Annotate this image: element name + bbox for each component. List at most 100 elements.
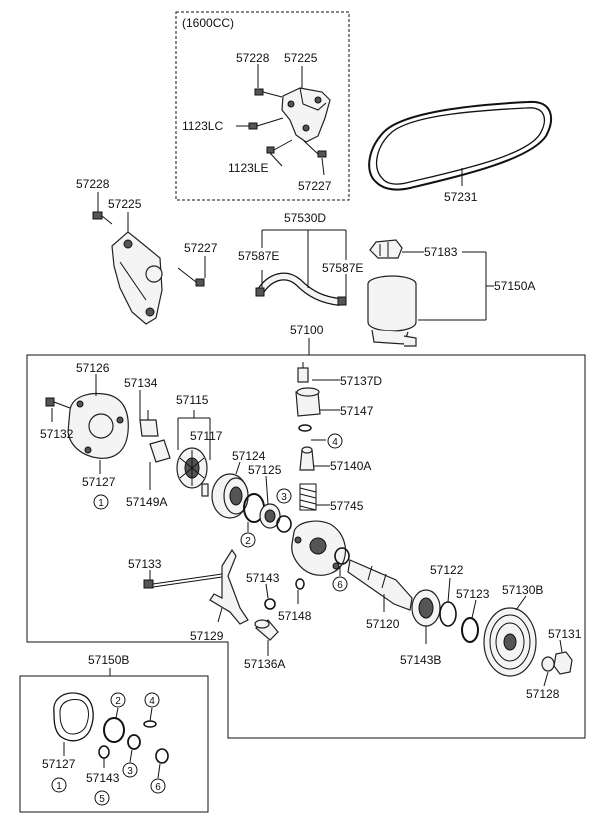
label-57143: 57143 — [246, 571, 280, 585]
o-ring-4 — [298, 424, 312, 432]
label-57148: 57148 — [278, 609, 312, 623]
fitting-57137d — [297, 362, 309, 383]
kit-seal-3 — [127, 734, 141, 750]
label-57530d: 57530D — [284, 211, 326, 225]
label-57227-1600: 57227 — [298, 179, 332, 193]
o-ring-57148 — [295, 578, 305, 590]
kit-ref-circle-1 — [51, 777, 67, 793]
ref-circle-6 — [332, 576, 348, 592]
kit-ref-4: 4 — [149, 696, 155, 707]
hose-57530d — [255, 272, 347, 306]
label-57134: 57134 — [124, 376, 158, 390]
pump-body — [291, 520, 347, 576]
seal-6 — [334, 547, 350, 565]
kit-ref-1: 1 — [56, 781, 62, 792]
label-57117: 57117 — [190, 429, 223, 443]
ref-circle-1 — [93, 494, 109, 510]
washer-57128 — [541, 656, 555, 672]
label-57137d: 57137D — [340, 374, 382, 388]
kit-ref-5: 5 — [99, 794, 105, 805]
bolt-57227b — [177, 267, 205, 287]
label-57126: 57126 — [76, 361, 110, 375]
label-57745: 57745 — [330, 499, 364, 513]
valve-57140a — [299, 446, 315, 471]
ref-3: 3 — [281, 492, 287, 503]
reservoir-57150a — [367, 239, 417, 347]
label-57140a: 57140A — [330, 459, 371, 473]
label-57587e-right: 57587E — [322, 261, 363, 275]
ref-circle-4 — [327, 433, 343, 449]
bolt-57228a — [254, 88, 283, 98]
bearing-57143b — [411, 589, 441, 627]
label-1123le: 1123LE — [228, 161, 268, 175]
kit-seal-5 — [98, 745, 110, 759]
label-57131: 57131 — [548, 627, 582, 641]
bolt-1123le — [266, 139, 293, 154]
kit-o-ring-4 — [143, 720, 157, 728]
bolt-57133 — [143, 573, 223, 589]
shaft-57120 — [347, 559, 413, 611]
connector-57147 — [295, 387, 321, 417]
ref-circle-3 — [276, 488, 292, 504]
kit-ref-circle-4 — [144, 692, 160, 708]
ref-2: 2 — [245, 536, 251, 547]
label-57225-1600: 57225 — [284, 51, 318, 65]
ref-4: 4 — [332, 437, 338, 448]
kit-ref-circle-3 — [122, 762, 138, 778]
plate-57125 — [259, 503, 281, 529]
kit-ref-3: 3 — [127, 766, 133, 777]
seal-57143 — [264, 598, 276, 610]
spring-57745 — [299, 483, 317, 511]
label-57123: 57123 — [456, 587, 490, 601]
label-57183: 57183 — [424, 245, 458, 259]
rotor-57115 — [176, 447, 208, 489]
label-57100: 57100 — [290, 323, 324, 337]
kit-ref-2: 2 — [115, 696, 121, 707]
bracket-57129 — [209, 548, 249, 625]
label-57133: 57133 — [128, 557, 162, 571]
bolt-57228b — [92, 211, 113, 225]
hose-clamp-right — [337, 296, 347, 306]
variant-label: (1600CC) — [182, 16, 234, 30]
label-57147: 57147 — [340, 404, 374, 418]
label-57120: 57120 — [366, 617, 400, 631]
seal-3 — [276, 515, 292, 533]
reservoir-cap — [369, 239, 403, 259]
label-57225-main: 57225 — [108, 197, 142, 211]
label-57143b: 57143B — [400, 653, 441, 667]
kit-ref-circle-6 — [150, 778, 166, 794]
drive-belt — [368, 100, 553, 191]
label-57150a: 57150A — [494, 279, 535, 293]
kit-ref-circle-5 — [94, 790, 110, 806]
label-57228-1600: 57228 — [236, 51, 270, 65]
label-57150b: 57150B — [88, 653, 129, 667]
ring-57123 — [461, 617, 479, 643]
label-57125: 57125 — [248, 463, 282, 477]
bolt-57227a — [303, 140, 327, 158]
label-57124: 57124 — [232, 449, 266, 463]
gasket-57127-kit — [53, 692, 94, 742]
label-57115: 57115 — [176, 393, 209, 407]
label-57128: 57128 — [526, 687, 560, 701]
pin-57117 — [201, 483, 209, 497]
bolt-57132 — [45, 397, 71, 409]
seal-kit-box — [19, 675, 209, 813]
label-57231: 57231 — [444, 190, 478, 204]
pulley-57130b — [483, 607, 537, 677]
ref-6: 6 — [337, 580, 343, 591]
bracket-1600cc — [281, 87, 331, 143]
snap-ring-57122 — [439, 601, 457, 627]
label-57228-main: 57228 — [76, 177, 110, 191]
kit-ref-circle-2 — [110, 692, 126, 708]
nut-57131 — [553, 651, 573, 675]
label-57129: 57129 — [190, 629, 224, 643]
main-assembly-box — [26, 354, 586, 739]
kit-seal-6 — [155, 748, 169, 764]
bracket-57225 — [111, 231, 163, 325]
label-57149a: 57149A — [126, 495, 167, 509]
label-57127-kit: 57127 — [42, 757, 76, 771]
label-57136a: 57136A — [244, 657, 285, 671]
pump-cover-57126 — [67, 392, 129, 459]
